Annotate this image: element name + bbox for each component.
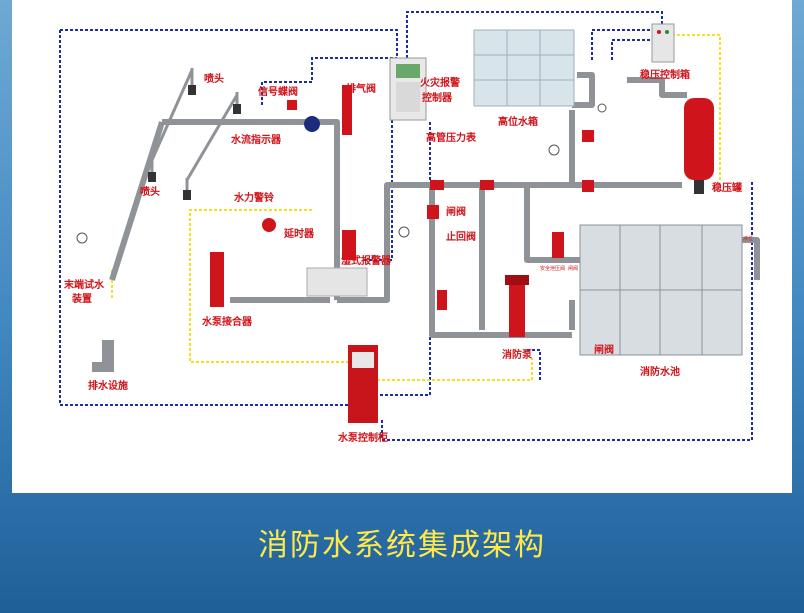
- valves: [210, 85, 616, 345]
- sprinkler-heads: [148, 85, 241, 200]
- label-high-tank: 高位水箱: [498, 115, 538, 128]
- fire-pool: [579, 224, 743, 356]
- label-sprinkler-bottom: 喷头: [140, 185, 160, 198]
- drain-pipe: [92, 340, 114, 372]
- label-drain: 排水设施: [88, 379, 128, 392]
- label-fire-alarm-line2: 控制器: [422, 91, 453, 104]
- fire-pump: [505, 275, 529, 337]
- pressure-control-box: [651, 23, 675, 63]
- label-gate-valve-1: 闸阀: [446, 205, 466, 218]
- label-signal-valve: 信号蝶阀: [258, 85, 298, 98]
- label-pump-adapter: 水泵接合器: [201, 315, 253, 328]
- pressure-gauges: [76, 103, 607, 244]
- sprinkler-branches: [150, 68, 239, 190]
- label-fire-pump: 消防泵: [502, 348, 533, 361]
- label-pressure-control-box: 稳压控制箱: [640, 68, 690, 81]
- label-sprinkler-top: 喷头: [204, 72, 224, 85]
- label-pump-control-cabinet: 水泵控制柜: [337, 431, 388, 444]
- label-small-relief: 安全泄压阀: [540, 265, 565, 272]
- label-small-gate: 闸阀: [568, 265, 578, 272]
- label-end-test-line2: 装置: [71, 292, 92, 305]
- label-delay-device: 延时器: [283, 227, 315, 240]
- page-title: 消防水系统集成架构: [258, 528, 546, 563]
- high-water-tank: [473, 29, 575, 107]
- label-gate-valve-2: 闸阀: [594, 343, 614, 356]
- label-fire-pool: 消防水池: [640, 365, 680, 378]
- fire-water-system-diagram: 喷头 喷头 信号蝶阀 排气阀 水流指示器 火灾报警 控制器 高位水箱 稳压控制箱…: [59, 11, 760, 444]
- label-small-liquid: 液位: [743, 235, 753, 242]
- label-wet-alarm-valve: 湿式报警器: [341, 254, 392, 267]
- label-flow-indicator: 水流指示器: [230, 133, 282, 146]
- fire-alarm-controller: [389, 57, 427, 121]
- label-end-test-line1: 末端试水: [64, 278, 105, 291]
- label-high-pipe-gauge: 高管压力表: [426, 131, 477, 144]
- label-water-gong: 水力警铃: [233, 191, 275, 204]
- signal-lines: [59, 11, 753, 441]
- pump-control-cabinet: [348, 345, 378, 423]
- label-exhaust-valve: 排气阀: [346, 82, 376, 95]
- label-pressure-tank: 稳压罐: [712, 181, 742, 194]
- label-check-valve: 止回阀: [446, 230, 476, 243]
- wet-alarm-station-base: [306, 267, 368, 297]
- pressure-tank: [684, 98, 714, 194]
- label-fire-alarm-line1: 火灾报警: [420, 76, 460, 89]
